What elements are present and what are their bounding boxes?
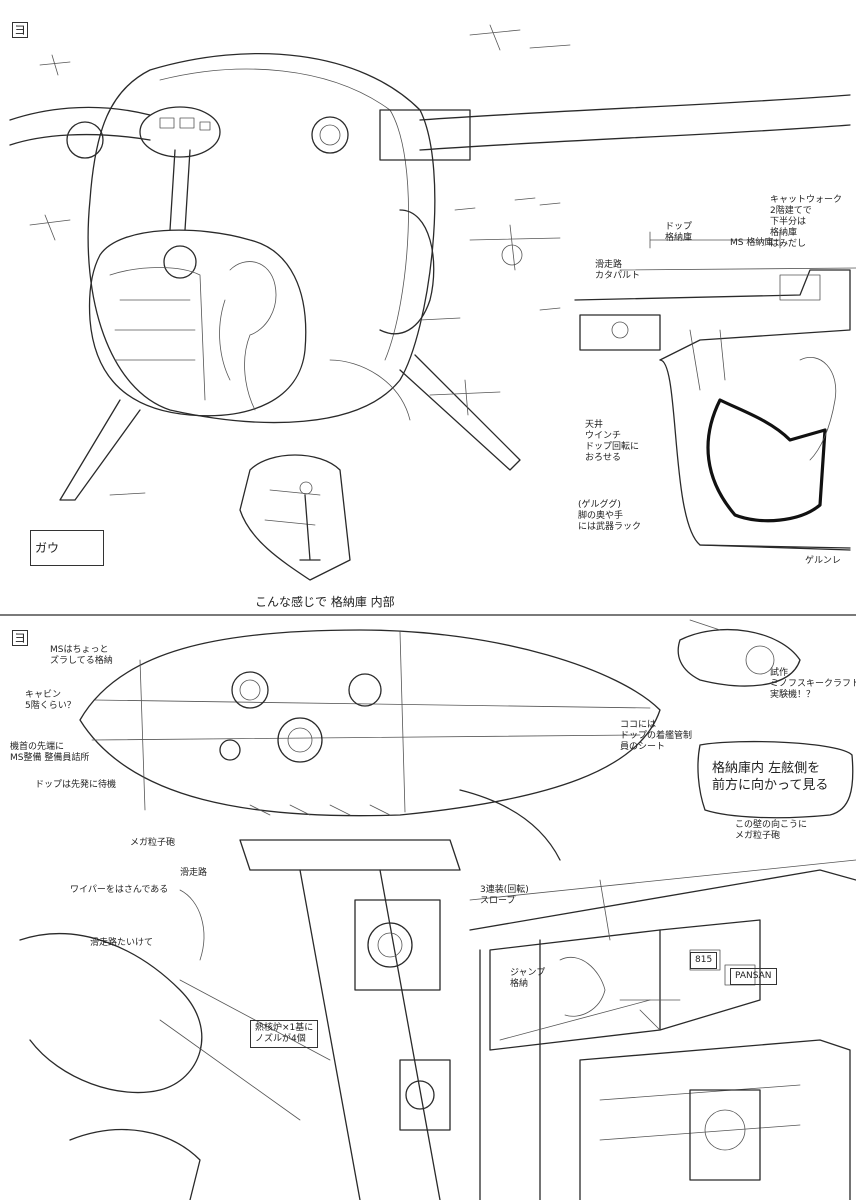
interior-label-frame [697,740,854,819]
note-wiper: ワイパーをはさんである [70,885,169,895]
airship-front-view [9,53,851,501]
cut-mark-1: ヨ [12,22,28,38]
note-ms-storage: MS 格納庫 [730,238,774,248]
note-dop-hangar: ドップ 格納庫 [665,222,693,243]
hangar-side-cutaway [574,231,856,551]
note-ms-line: 機首の先端に MS整備 整備員詰所 [10,742,90,763]
flying-craft-group [29,24,571,496]
note-weapon-rack: (ゲルググ) 脚の奥や手 には武器ラック [578,500,642,532]
note-jump: ジャンプ 格納 [510,968,546,989]
note-prototype-craft: 試作 ミノフスキークラフト 実験機！？ [770,668,856,700]
dock-number-sign: 815 [690,952,718,969]
note-dop-front: ドップは先発に待機 [35,780,117,790]
note-mega-gun: この壁の向こうに メガ粒子砲 [735,820,808,841]
prototype-craft [677,619,801,687]
note-runway-2: 滑走路 [180,868,208,878]
note-gelluk: ゲルンレ [805,556,841,566]
caption-hangar-interior: こんな感じで 格納庫 内部 [255,595,395,609]
note-cabin: キャビン 5階くらい？ [25,690,76,711]
note-ms-hatch: MSはちょっと ズラしてる格納 [50,645,113,666]
note-interior-view: 格納庫内 左舷側を 前方に向かって見る [712,761,829,793]
note-winch: 天井 ウインチ ドップ回転に おろせる [585,420,640,463]
note-runway-big: 滑走路たいけて [90,938,154,948]
inset-detail [239,454,351,581]
hangar-sign: PANSAN [730,968,777,985]
note-mega-particle: メガ粒子砲 [130,838,176,848]
cut-mark-2: ヨ [12,630,28,646]
note-slope: 3連装(回転) スロープ [480,885,529,906]
ship-name-box: ガウ [30,530,104,566]
airship-plan-view [19,629,661,1200]
note-dop-seat: ココには ドップの着艦管制 員のシート [620,720,693,752]
note-runway: 滑走路 カタパルト [595,260,641,281]
interior-hangar-view [469,859,856,1200]
note-reactor: 熱核炉×1基に ノズルが4個 [250,1020,319,1048]
note-catwalk: キャットウォーク 2階建てで 下半分は 格納庫 はみだし [770,195,843,249]
